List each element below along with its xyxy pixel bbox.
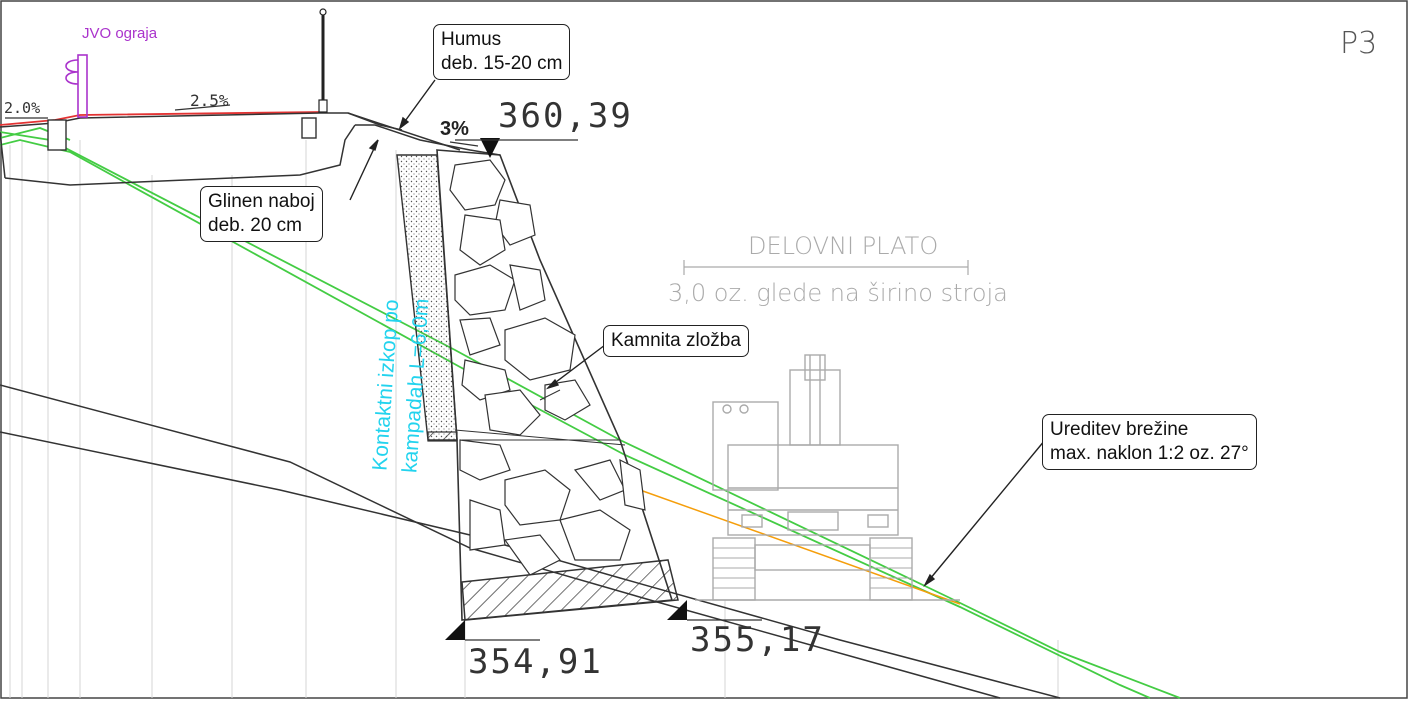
road-body	[0, 112, 501, 186]
stone-joints	[454, 389, 626, 446]
foundation	[461, 559, 679, 621]
kamnita-label: Kamnita zložba	[603, 325, 749, 357]
slope-left-label: 2.0%	[4, 99, 41, 117]
elevation-markers	[445, 138, 762, 641]
jvo-label: JVO ograja	[82, 25, 158, 42]
sheet-id: P3	[1340, 26, 1378, 61]
slope-road-label: 2.5%	[190, 91, 229, 110]
ureditev-title: Ureditev brežine	[1050, 419, 1189, 440]
curb-right	[301, 117, 317, 139]
slope-top-label: 3%	[440, 118, 469, 140]
glinen-title: Glinen naboj	[208, 191, 315, 212]
clay-base	[427, 431, 458, 442]
humus-label: Humus deb. 15-20 cm	[433, 24, 571, 80]
stones	[449, 159, 646, 576]
stone-wall	[436, 149, 674, 621]
humus-title: Humus	[441, 29, 502, 50]
road-surface-red	[0, 111, 321, 126]
plateau-title: DELOVNI PLATO	[748, 232, 939, 260]
ureditev-label: Ureditev brežine max. naklon 1:2 oz. 27°	[1042, 414, 1257, 470]
elevation-bottom-left: 354,91	[468, 642, 603, 682]
glinen-label: Glinen naboj deb. 20 cm	[200, 186, 323, 242]
light-pole	[318, 8, 328, 113]
elevation-bottom-right: 355,17	[690, 620, 825, 660]
humus-thickness: deb. 15-20 cm	[441, 53, 563, 74]
glinen-thickness: deb. 20 cm	[208, 215, 302, 236]
terrain-lines	[0, 127, 1181, 699]
plateau-dimension	[683, 260, 969, 275]
excavator	[695, 354, 960, 601]
leader-lines	[349, 79, 1046, 588]
ureditev-slope: max. naklon 1:2 oz. 27°	[1050, 443, 1249, 464]
slope-arrows	[5, 104, 479, 147]
curb-left	[47, 119, 67, 151]
elevation-top: 360,39	[498, 96, 633, 136]
orange-line	[639, 489, 961, 605]
grid-lines	[9, 140, 1059, 698]
guardrail	[65, 54, 88, 118]
plateau-width: 3,0 oz. glede na širino stroja	[668, 279, 1008, 307]
